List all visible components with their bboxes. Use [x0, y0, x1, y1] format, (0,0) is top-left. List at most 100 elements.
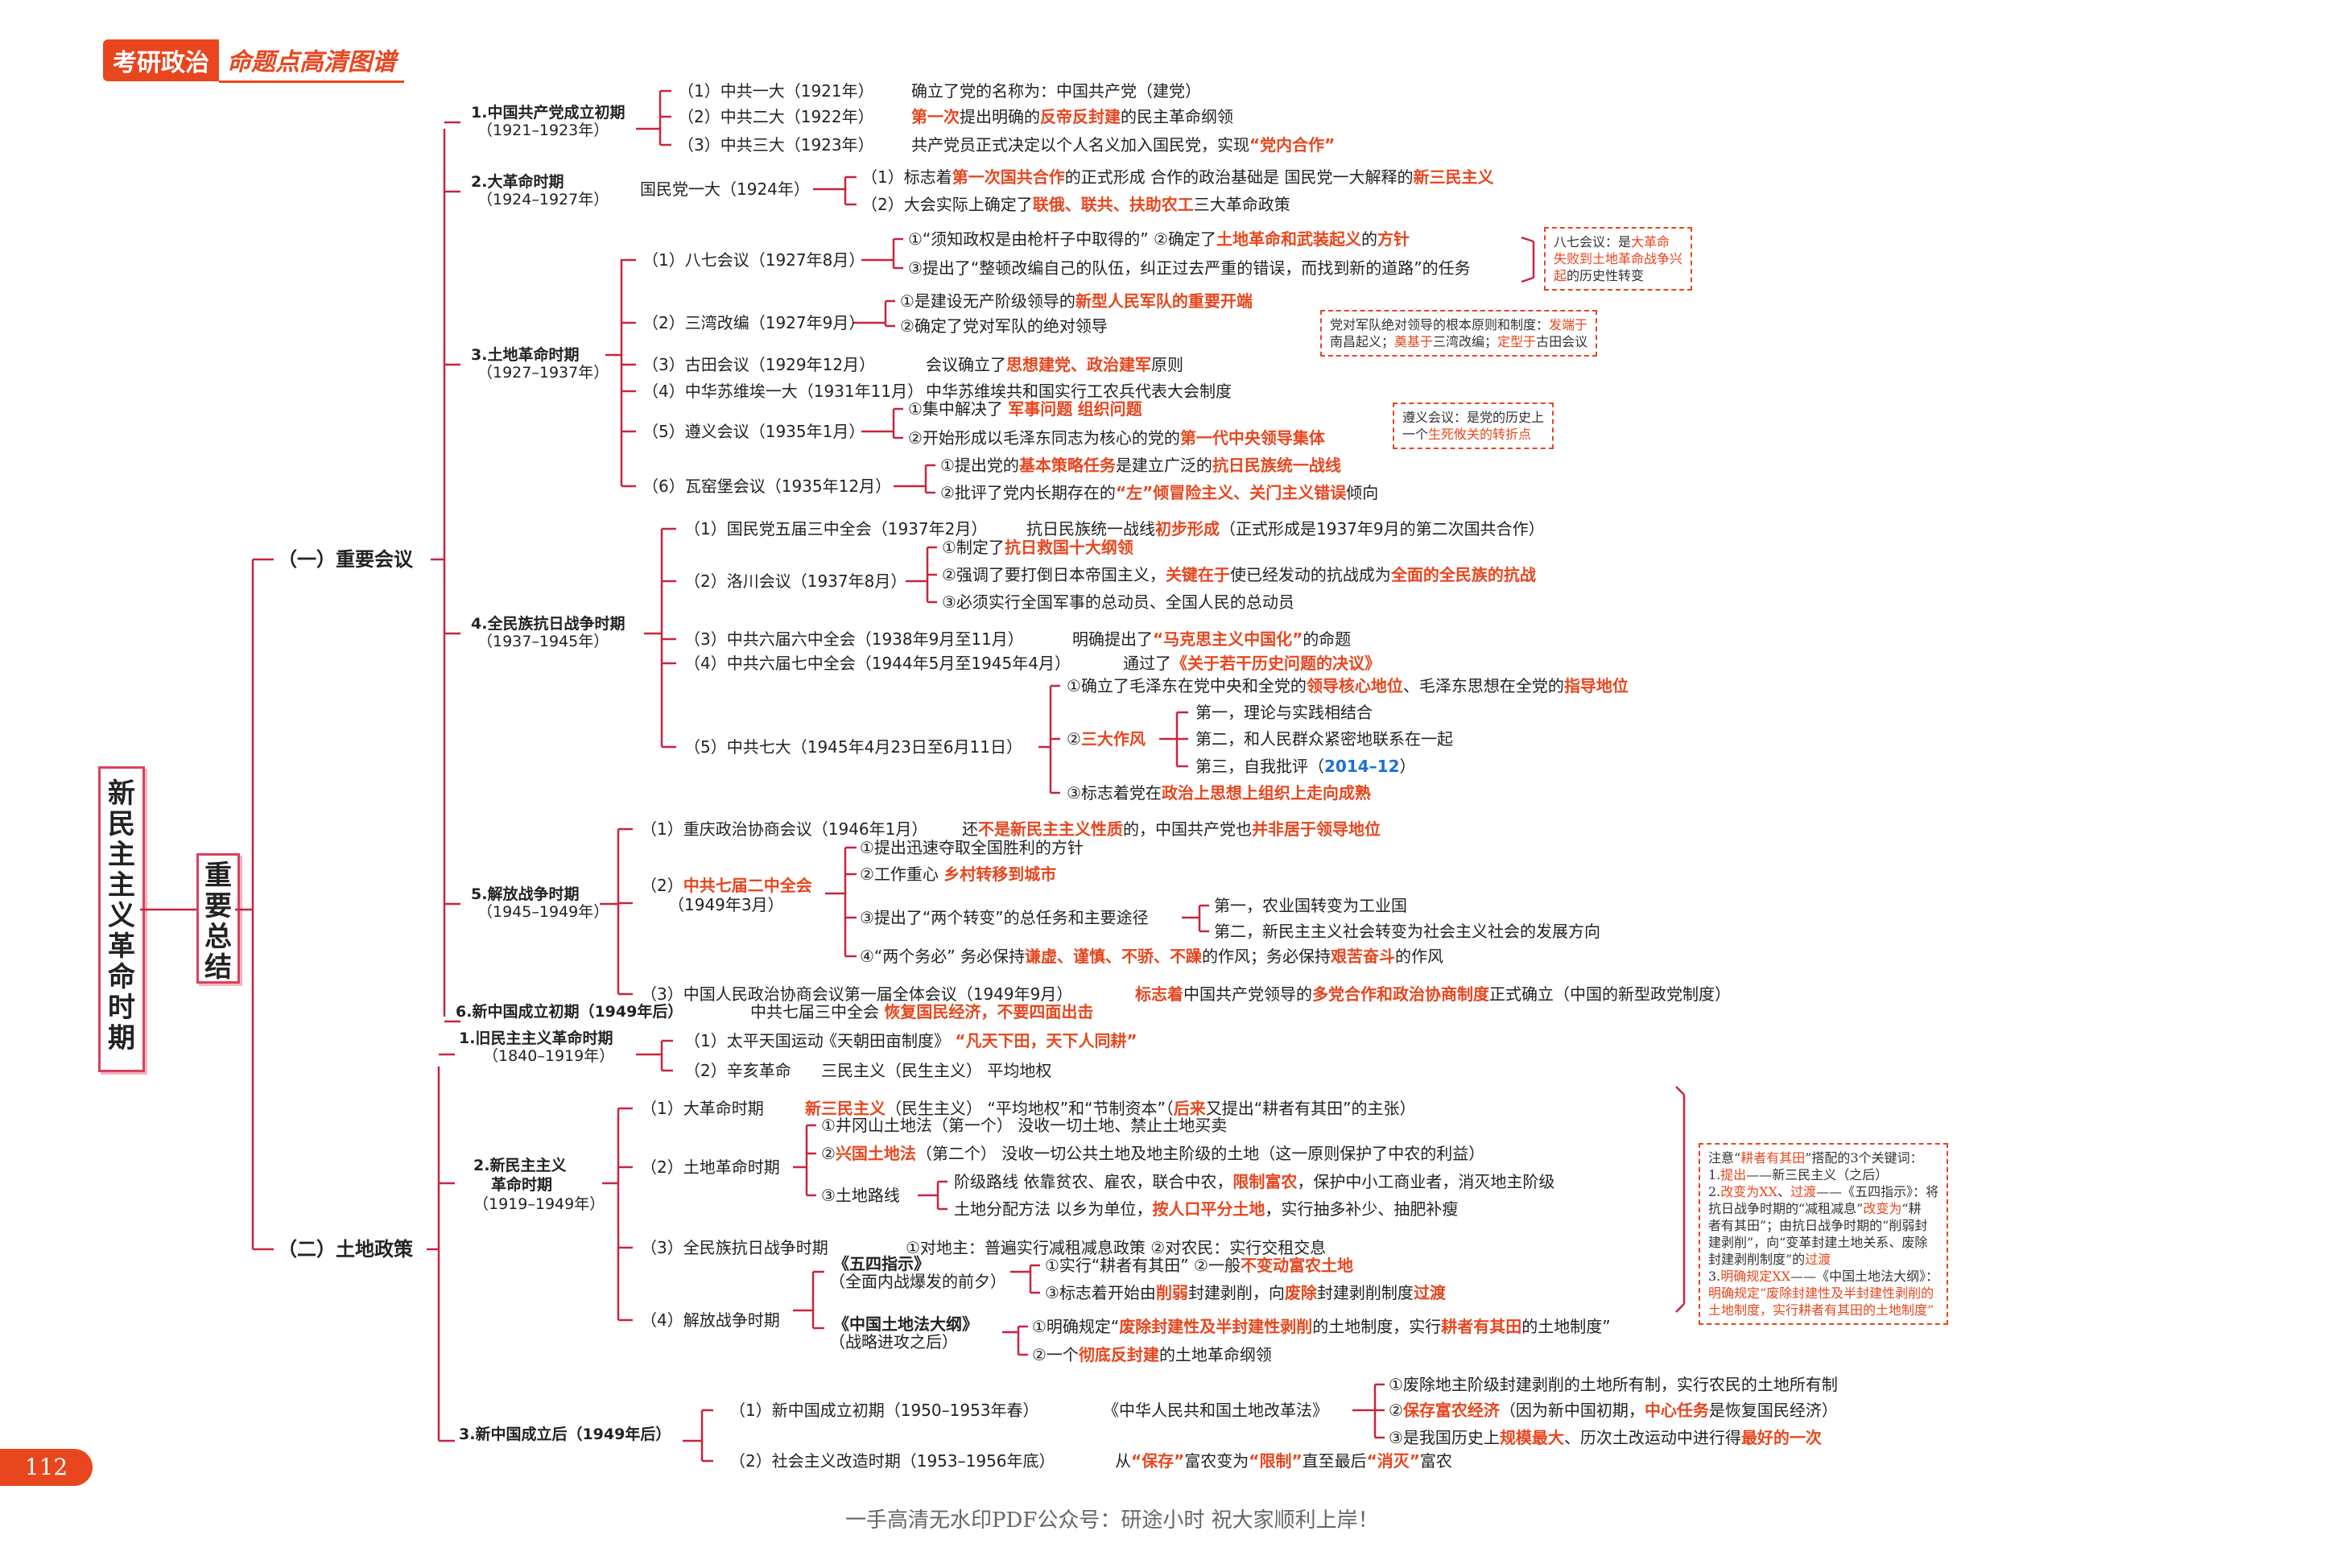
- header-subtitle: 命题点高清图谱: [219, 39, 404, 83]
- policy-name: （1）大革命时期: [641, 1099, 764, 1118]
- meeting-name: （6）瓦窑堡会议（1935年12月）: [642, 477, 892, 496]
- period-title: （1919–1949年）: [473, 1195, 605, 1213]
- connector-line: [1521, 276, 1534, 283]
- section-land-policy-title: （二）土地政策: [278, 1238, 413, 1261]
- period-title: 1.旧民主主义革命时期: [459, 1029, 613, 1047]
- meeting-point: （2）大会实际上确定了联俄、联共、扶助农工三大革命政策: [861, 195, 1290, 214]
- document-point: ①实行“耕者有其田” ②一般不变动富农土地: [1045, 1256, 1353, 1275]
- meeting-point: ②三大作风: [1067, 729, 1146, 749]
- meeting-name: （3）中国人民政治协商会议第一届全体会议（1949年9月）: [641, 984, 1073, 1004]
- document-point: ②一个彻底反封建的土地革命纲领: [1032, 1345, 1272, 1364]
- policy-content: 从“保存”富农变为“限制”直至最后“消灭”富农: [1115, 1451, 1452, 1471]
- meeting-point: ④“两个务必” 务必保持谦虚、谨慎、不骄、不躁的作风；务必保持艰苦奋斗的作风: [860, 947, 1444, 966]
- work-style: 第一，理论与实践相结合: [1195, 703, 1373, 722]
- policy-name: （2）社会主义改造时期（1953–1956年底）: [729, 1451, 1055, 1471]
- meeting-point: ①提出迅速夺取全国胜利的方针: [860, 838, 1084, 857]
- meeting-point: ②工作重心 乡村转移到城市: [860, 864, 1057, 884]
- meeting-point: ③提出了“两个转变”的总任务和主要途径: [860, 908, 1149, 927]
- period-title: 5.解放战争时期: [471, 885, 580, 903]
- policy-content: 三民主义（民生主义） 平均地权: [821, 1061, 1052, 1080]
- meeting-name: （1）八七会议（1927年8月）: [642, 250, 865, 270]
- meeting-name: （2）三湾改编（1927年9月）: [642, 313, 865, 332]
- period-title: 革命时期: [491, 1175, 553, 1194]
- period-title: 2.大革命时期: [471, 172, 564, 191]
- policy-name: （2）土地革命时期: [641, 1157, 780, 1177]
- policy-content: ①对地主：普遍实行减租减息政策 ②对农民：实行交租交息: [906, 1238, 1327, 1257]
- policy-document: 《五四指示》: [833, 1254, 930, 1273]
- policy-name: （1）新中国成立初期（1950–1953年春）: [729, 1401, 1039, 1420]
- note-zunyi: 遵义会议：是党的历史上一个生死攸关的转折点: [1393, 402, 1554, 449]
- meeting-name: （1）中共一大（1921年）: [678, 81, 874, 101]
- transform-item: 第二，新民主主义社会转变为社会主义社会的发展方向: [1214, 922, 1600, 941]
- policy-name: （3）全民族抗日战争时期: [641, 1238, 828, 1257]
- period-title: （1840–1919年）: [483, 1046, 615, 1065]
- meeting-point: （1）标志着第一次国共合作的正式形成 合作的政治基础是 国民党一大解释的新三民主…: [861, 167, 1494, 187]
- policy-document: 《中国土地法大纲》: [833, 1314, 978, 1334]
- policy-point: ②保存富农经济（因为新中国初期，中心任务是恢复国民经济）: [1389, 1401, 1838, 1420]
- period-title: （1945–1949年）: [477, 902, 609, 921]
- meeting-name: （4）中华苏维埃一大（1931年11月）: [642, 382, 924, 401]
- meeting-point: ①确立了毛泽东在党中央和全党的领导核心地位、毛泽东思想在全党的指导地位: [1067, 676, 1629, 695]
- period-title: （1927–1937年）: [477, 363, 609, 382]
- meeting-content: 会议确立了思想建党、政治建军原则: [926, 355, 1183, 374]
- period6-content: 中共七届三中全会 恢复国民经济，不要四面出击: [750, 1002, 1094, 1021]
- meeting-name: （3）中共三大（1923年）: [678, 135, 874, 155]
- note-land-to-tiller: 注意“耕者有其田”搭配的3个关键词：1.提出——新三民主义（之后）2.改变为XX…: [1699, 1143, 1949, 1325]
- policy-point: ①井冈山土地法（第一个） 没收一切土地、禁止土地买卖: [821, 1116, 1228, 1135]
- period-title: （1924–1927年）: [477, 190, 609, 208]
- meeting-content: 第一次提出明确的反帝反封建的民主革命纲领: [911, 107, 1233, 126]
- meeting-point: ①提出党的基本策略任务是建立广泛的抗日民族统一战线: [940, 456, 1341, 475]
- policy-point: ③是我国历史上规模最大、历次土改运动中进行得最好的一次: [1389, 1428, 1822, 1447]
- meeting-content: 抗日民族统一战线初步形成（正式形成是1937年9月的第二次国共合作）: [1026, 519, 1545, 538]
- meeting-point: ①是建设无产阶级领导的新型人民军队的重要开端: [900, 291, 1253, 311]
- meeting-point: ②开始形成以毛泽东同志为核心的党的第一代中央领导集体: [908, 428, 1325, 448]
- meeting-name: （5）中共七大（1945年4月23日至6月11日）: [684, 737, 1022, 757]
- land-line: 土地分配方法 以乡为单位，按人口平分土地，实行抽多补少、抽肥补瘦: [954, 1199, 1459, 1219]
- meeting-date: （1949年3月）: [668, 895, 784, 914]
- period-title: 2.新民主主义: [473, 1156, 567, 1174]
- transform-item: 第一，农业国转变为工业国: [1214, 896, 1407, 915]
- policy-content: 新三民主义（民生主义） “平均地权”和“节制资本”（后来又提出“耕者有其田”的主…: [805, 1099, 1416, 1118]
- note-august7: 八七会议：是大革命失败到土地革命战争兴起的历史性转变: [1544, 227, 1693, 291]
- meeting-point: ①制定了抗日救国十大纲领: [942, 538, 1133, 557]
- section-meetings-title: （一）重要会议: [278, 548, 413, 571]
- policy-content: 《天朝田亩制度》 “凡天下田，天下人同耕”: [821, 1031, 1137, 1050]
- document-note: （全面内战爆发的前夕）: [829, 1272, 1006, 1291]
- meeting-name: （5）遵义会议（1935年1月）: [642, 422, 865, 441]
- policy-name: （4）解放战争时期: [641, 1310, 780, 1330]
- page-header: 考研政治 命题点高清图谱: [103, 39, 404, 83]
- work-style: 第二，和人民群众紧密地联系在一起: [1195, 729, 1453, 749]
- meeting-name: （2）中共二大（1922年）: [678, 107, 874, 126]
- document-point: ③标志着开始由削弱封建剥削，向废除封建剥削制度过渡: [1045, 1283, 1446, 1302]
- meeting-content: 通过了《关于若干历史问题的决议》: [1123, 654, 1381, 673]
- meeting-name: （1）重庆政治协商会议（1946年1月）: [641, 819, 928, 839]
- meeting-point: ③必须实行全国军事的总动员、全国人民的总动员: [942, 592, 1294, 612]
- policy-name: （2）辛亥革命: [684, 1061, 791, 1080]
- meeting-name: （2）洛川会议（1937年8月）: [684, 571, 907, 591]
- period-title: 1.中国共产党成立初期: [471, 103, 625, 122]
- footer-watermark: 一手高清无水印PDF公众号：研途小时 祝大家顺利上岸！: [845, 1508, 1379, 1533]
- meeting-point: ②确定了党对军队的绝对领导: [900, 316, 1108, 336]
- policy-point: ①废除地主阶级封建剥削的土地所有制，实行农民的土地所有制: [1389, 1375, 1838, 1394]
- period-title: 3.新中国成立后（1949年后）: [459, 1425, 671, 1443]
- meeting-content: 确立了党的名称为：中国共产党（建党）: [911, 81, 1201, 101]
- meeting-name: （3）中共六届六中全会（1938年9月至11月）: [684, 629, 1024, 649]
- meeting-name: （1）国民党五届三中全会（1937年2月）: [684, 519, 988, 538]
- meeting-name: （4）中共六届七中全会（1944年5月至1945年4月）: [684, 654, 1071, 673]
- meeting-point: ③提出了“整顿改编自己的队伍，纠正过去严重的错误，而找到新的道路”的任务: [908, 258, 1471, 278]
- meeting-name: （2）中共七届二中全会: [641, 876, 812, 895]
- meeting-content: 明确提出了“马克思主义中国化”的命题: [1072, 629, 1352, 649]
- meeting-content: 还不是新民主主义性质的，中国共产党也并非居于领导地位: [962, 819, 1381, 839]
- period-title: （1921–1923年）: [477, 121, 609, 139]
- policy-content: 《中华人民共和国土地改革法》: [1103, 1401, 1328, 1420]
- header-tag: 考研政治: [103, 39, 219, 81]
- work-style: 第三，自我批评（2014–12）: [1195, 757, 1416, 776]
- meeting-point: ②批评了党内长期存在的“左”倾冒险主义、关门主义错误倾向: [940, 483, 1379, 502]
- document-note: （战略进攻之后）: [829, 1332, 958, 1351]
- meeting-point: ①集中解决了 军事问题 组织问题: [908, 399, 1142, 419]
- note-army-leadership: 党对军队绝对领导的根本原则和制度：发端于南昌起义；奠基于三湾改编；定型于古田会议: [1320, 310, 1598, 357]
- meeting-name: 国民党一大（1924年）: [640, 179, 810, 199]
- connector-line: [1675, 1086, 1685, 1096]
- meeting-content: 中华苏维埃共和国实行工农兵代表大会制度: [926, 382, 1232, 401]
